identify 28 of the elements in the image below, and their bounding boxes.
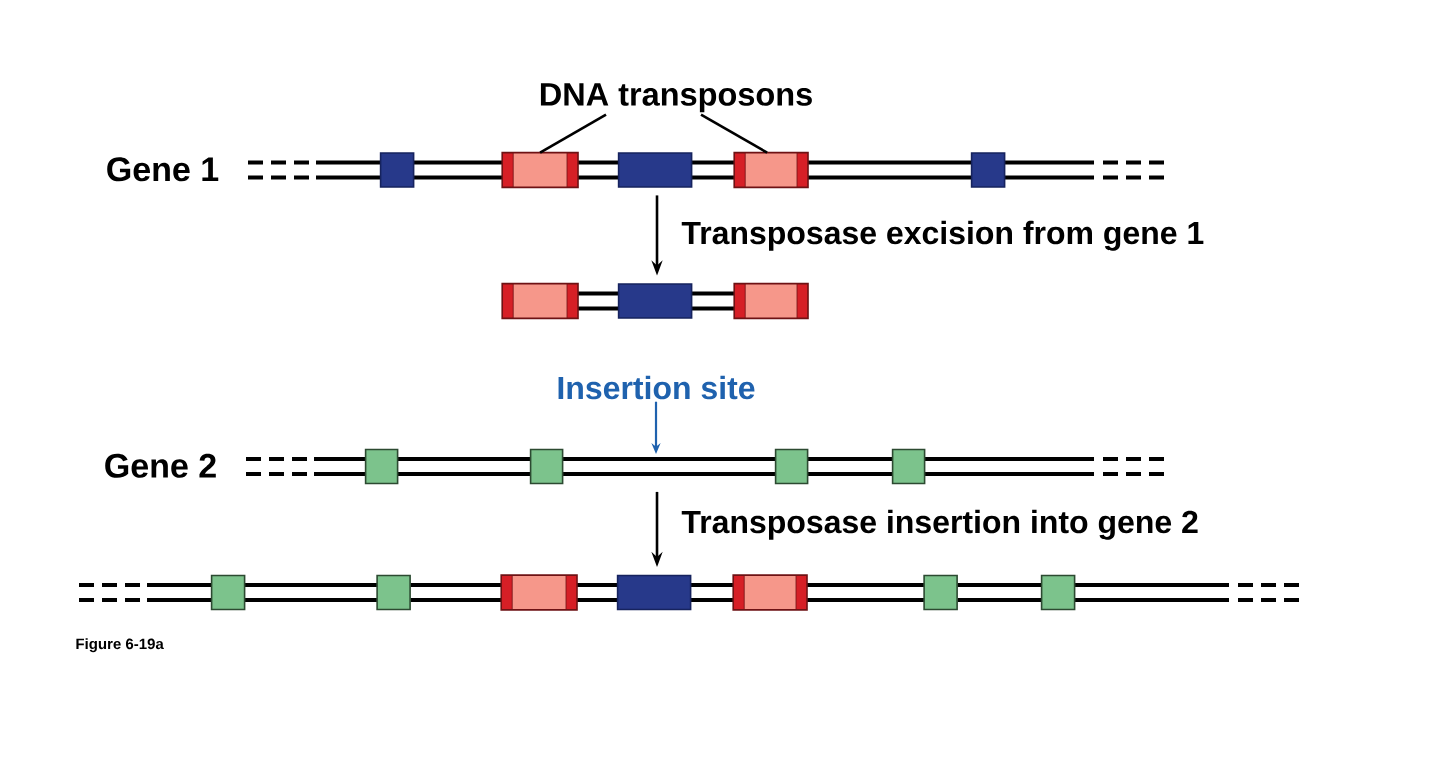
- segment-box: [891, 448, 926, 485]
- leader-line: [539, 113, 607, 154]
- segment-box: [529, 448, 564, 485]
- segment-box: [364, 448, 399, 485]
- transposon-box: [733, 282, 809, 320]
- segment-box: [617, 152, 693, 188]
- step-label: Transposase insertion into gene 2: [681, 509, 1198, 540]
- site-label: Insertion site: [558, 375, 755, 400]
- step-label: Transposase excision from gene 1: [681, 220, 1204, 251]
- callout-label: DNA transposons: [540, 83, 812, 113]
- transposon-box: [500, 574, 578, 611]
- segment-box: [774, 448, 809, 485]
- transposon-box: [733, 151, 809, 189]
- segment-box: [616, 574, 692, 611]
- gene-label: Gene 1: [107, 157, 219, 182]
- transposon-box: [732, 574, 808, 611]
- transposon-box: [501, 151, 579, 189]
- segment-box: [923, 574, 958, 611]
- segment-box: [617, 283, 693, 319]
- segment-box: [970, 152, 1006, 188]
- segment-box: [379, 152, 415, 188]
- segment-box: [1040, 574, 1076, 611]
- transposon-box: [501, 282, 579, 320]
- gene-label: Gene 2: [105, 453, 216, 478]
- figure-caption: Figure 6-19a: [76, 638, 164, 653]
- segment-box: [376, 574, 411, 611]
- segment-box: [210, 574, 246, 611]
- leader-line: [700, 113, 768, 154]
